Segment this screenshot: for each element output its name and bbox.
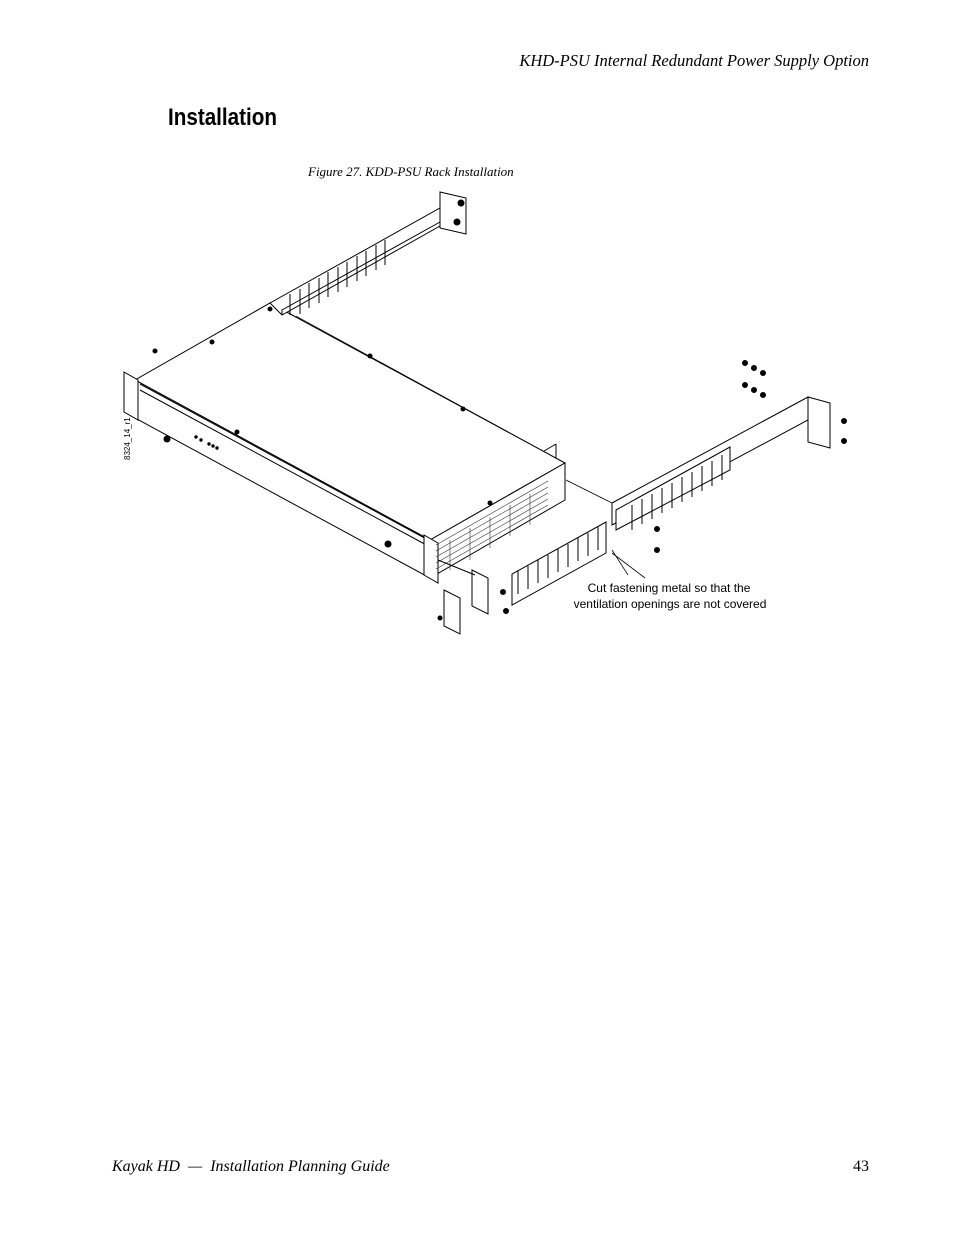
callout-line-2: ventilation openings are not covered: [574, 597, 767, 611]
running-header: KHD-PSU Internal Redundant Power Supply …: [519, 51, 869, 70]
callout-line-1: Cut fastening metal so that the: [588, 581, 751, 595]
psu-chassis: [123, 302, 567, 584]
page-number: 43: [853, 1158, 869, 1175]
footer-guide-title: Kayak HD — Installation Planning Guide: [112, 1158, 390, 1175]
mounting-ears: [437, 559, 489, 635]
rear-vent-grille: [435, 480, 549, 570]
screws: [152, 199, 847, 621]
figure-caption: Figure 27. KDD-PSU Rack Installation: [308, 164, 514, 179]
section-heading: Installation: [168, 104, 277, 131]
right-rail: [511, 396, 831, 606]
rack-installation-figure: 8324_14_r1 Cut fastening metal so that t…: [110, 185, 870, 645]
callout-leader: [611, 552, 646, 579]
rack-installation-drawing: 8324_14_r1 Cut fastening metal so that t…: [123, 191, 847, 635]
drawing-id: 8324_14_r1: [123, 417, 132, 460]
